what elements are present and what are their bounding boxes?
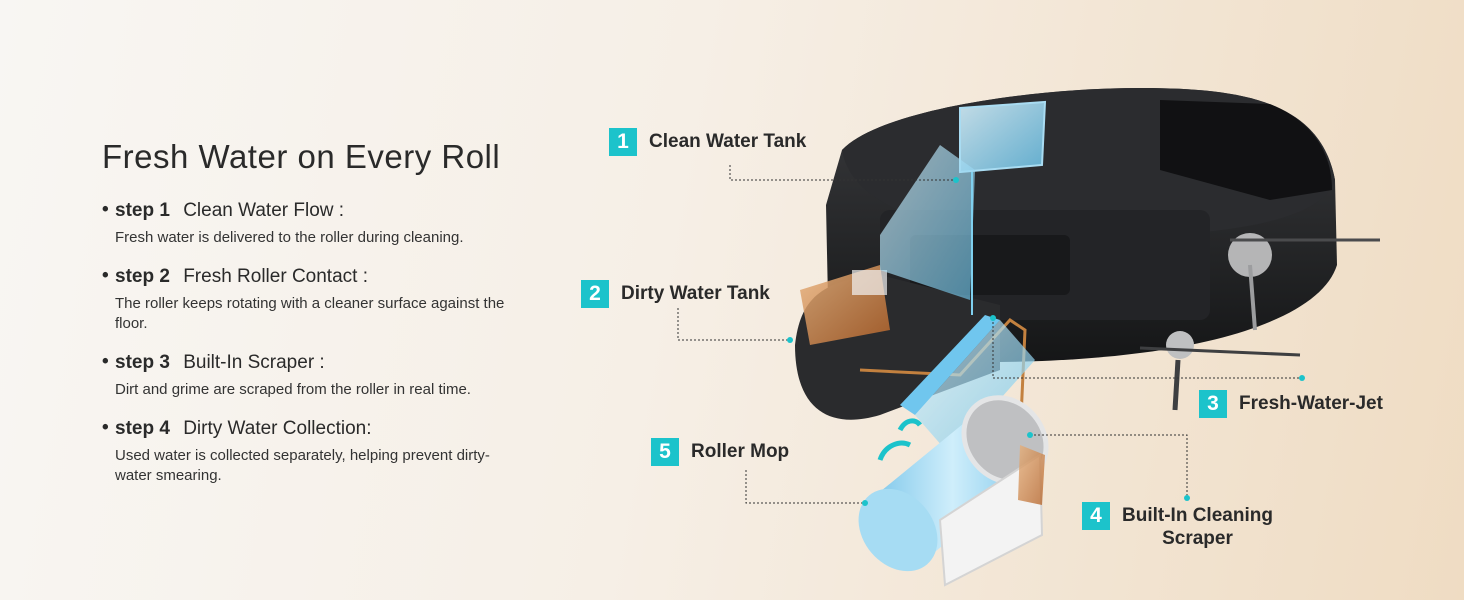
spray-comb — [900, 315, 1035, 455]
bullet: • — [102, 199, 109, 220]
step-name: Clean Water Flow : — [183, 200, 345, 221]
step-description: The roller keeps rotating with a cleaner… — [115, 295, 505, 332]
page-title: Fresh Water on Every Roll — [102, 138, 501, 175]
callout-badge-5: 5 — [651, 438, 679, 466]
feature-text-panel: Fresh Water on Every Roll • step 1 Clean… — [102, 138, 542, 504]
step-description: Used water is collected separately, help… — [115, 447, 490, 484]
step-item-1: • step 1 Clean Water Flow : Fresh water … — [102, 199, 542, 248]
callout-label: Clean Water Tank — [649, 131, 807, 152]
callout-roller-mop: 5 Roller Mop — [651, 438, 789, 466]
callout-badge-4: 4 — [1082, 502, 1110, 530]
clean-water-tank — [880, 100, 1047, 315]
step-number: step 4 — [115, 418, 170, 439]
bullet: • — [102, 265, 109, 286]
bullet: • — [102, 351, 109, 372]
bullet: • — [102, 417, 109, 438]
step-item-3: • step 3 Built-In Scraper : Dirt and gri… — [102, 351, 542, 400]
step-item-2: • step 2 Fresh Roller Contact : The roll… — [102, 265, 542, 334]
step-name: Built-In Scraper : — [183, 352, 325, 373]
step-heading: • step 2 Fresh Roller Contact : — [102, 265, 542, 288]
callout-label: Dirty Water Tank — [621, 283, 770, 304]
step-name: Fresh Roller Contact : — [183, 266, 368, 287]
step-number: step 3 — [115, 352, 170, 373]
robot-vacuum-illustration — [677, 88, 1380, 587]
callout-label: Fresh-Water-Jet — [1239, 393, 1383, 414]
callout-badge-3: 3 — [1199, 390, 1227, 418]
callout-clean-water-tank: 1 Clean Water Tank — [609, 128, 806, 156]
step-description: Dirt and grime are scraped from the roll… — [115, 381, 471, 398]
callout-label: Built-In Cleaning Scraper — [1122, 502, 1273, 550]
callout-label-line2: Scraper — [1162, 528, 1233, 549]
callout-label-line1: Built-In Cleaning — [1122, 505, 1273, 526]
step-number: step 2 — [115, 266, 170, 287]
callout-leaders — [677, 165, 1305, 506]
cleaning-scraper — [938, 445, 1045, 587]
callout-cleaning-scraper: 4 Built-In Cleaning Scraper — [1082, 502, 1273, 550]
step-description: Fresh water is delivered to the roller d… — [115, 229, 464, 246]
callout-fresh-water-jet: 3 Fresh-Water-Jet — [1199, 390, 1383, 418]
step-heading: • step 3 Built-In Scraper : — [102, 351, 542, 374]
step-number: step 1 — [115, 200, 170, 221]
callout-dirty-water-tank: 2 Dirty Water Tank — [581, 280, 770, 308]
callout-badge-2: 2 — [581, 280, 609, 308]
step-item-4: • step 4 Dirty Water Collection: Used wa… — [102, 417, 542, 486]
robot-exploded-diagram: 1 Clean Water Tank 2 Dirty Water Tank 3 … — [580, 0, 1464, 600]
step-name: Dirty Water Collection: — [183, 418, 372, 439]
callout-label: Roller Mop — [691, 441, 790, 462]
roller-mop — [858, 395, 1049, 572]
step-heading: • step 1 Clean Water Flow : — [102, 199, 542, 222]
step-heading: • step 4 Dirty Water Collection: — [102, 417, 542, 440]
callout-badge-1: 1 — [609, 128, 637, 156]
